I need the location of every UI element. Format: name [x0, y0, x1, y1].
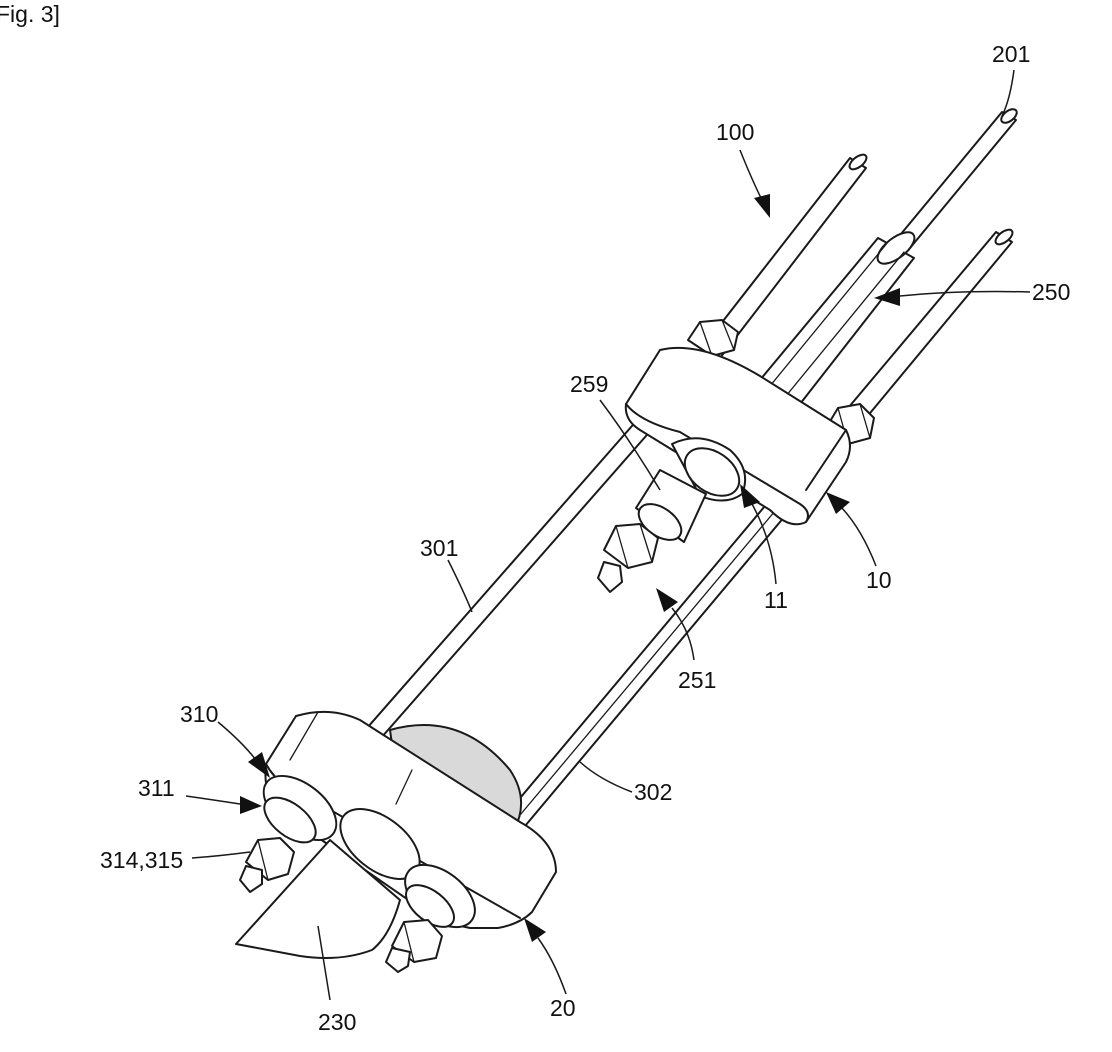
label-311: 311: [138, 775, 175, 801]
label-259: 259: [570, 371, 608, 397]
label-20: 20: [550, 995, 576, 1021]
figure-caption: Fig. 3]: [0, 1, 60, 27]
label-11: 11: [764, 587, 788, 613]
label-310: 310: [180, 701, 218, 727]
label-301: 301: [420, 535, 458, 561]
nut-251: [598, 524, 658, 592]
label-201: 201: [992, 41, 1030, 67]
arrow-310: [218, 722, 270, 778]
label-250: 250: [1032, 279, 1070, 305]
rod-201: [896, 107, 1019, 248]
label-314-315: 314,315: [100, 847, 183, 873]
leader-314-315: [192, 852, 250, 858]
arrow-20: [524, 918, 566, 994]
label-100: 100: [716, 119, 754, 145]
label-230: 230: [318, 1009, 356, 1035]
label-302: 302: [634, 779, 672, 805]
label-10: 10: [866, 567, 892, 593]
leader-301: [448, 560, 472, 612]
arrow-311: [186, 796, 262, 814]
label-251: 251: [678, 667, 716, 693]
arrow-10: [826, 492, 876, 566]
arrow-100: [740, 150, 770, 218]
leader-302: [580, 762, 632, 792]
